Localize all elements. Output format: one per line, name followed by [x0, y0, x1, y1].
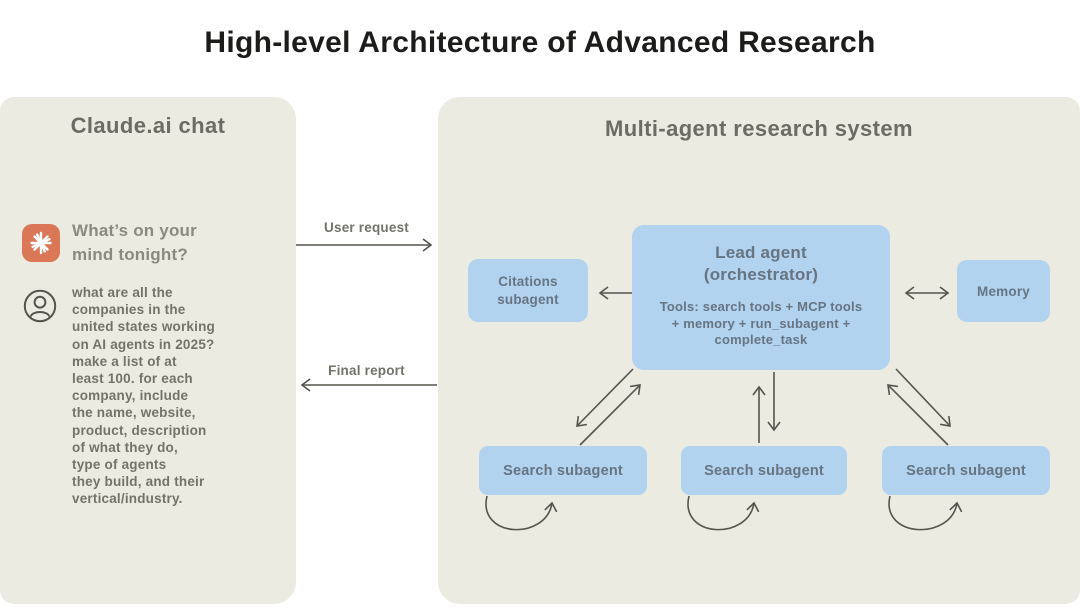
user-request-label: User request — [324, 220, 409, 235]
memory-box: Memory — [957, 260, 1050, 322]
user-avatar-icon — [23, 289, 57, 323]
search-subagent-box-2: Search subagent — [681, 446, 847, 495]
search-subagent-box-3: Search subagent — [882, 446, 1050, 495]
page-title: High-level Architecture of Advanced Rese… — [204, 26, 876, 59]
lead-agent-title: Lead agent (orchestrator) — [703, 243, 819, 284]
user-query-text: what are all the companies in the united… — [72, 285, 215, 507]
lead-agent-box: Lead agent (orchestrator) Tools: search … — [632, 225, 890, 370]
citations-subagent-box: Citations subagent — [468, 259, 588, 322]
lead-agent-tools-text: Tools: search tools + MCP tools + memory… — [659, 299, 863, 347]
multi-agent-system-title: Multi-agent research system — [605, 116, 913, 141]
claude-logo-icon — [22, 224, 60, 262]
claude-chat-panel-title: Claude.ai chat — [70, 113, 226, 138]
claude-chat-panel: Claude.ai chat — [0, 97, 296, 604]
claude-prompt-heading: What’s on your mind tonight? — [72, 221, 197, 264]
final-report-label: Final report — [328, 363, 405, 378]
search-subagent-box-1: Search subagent — [479, 446, 647, 495]
